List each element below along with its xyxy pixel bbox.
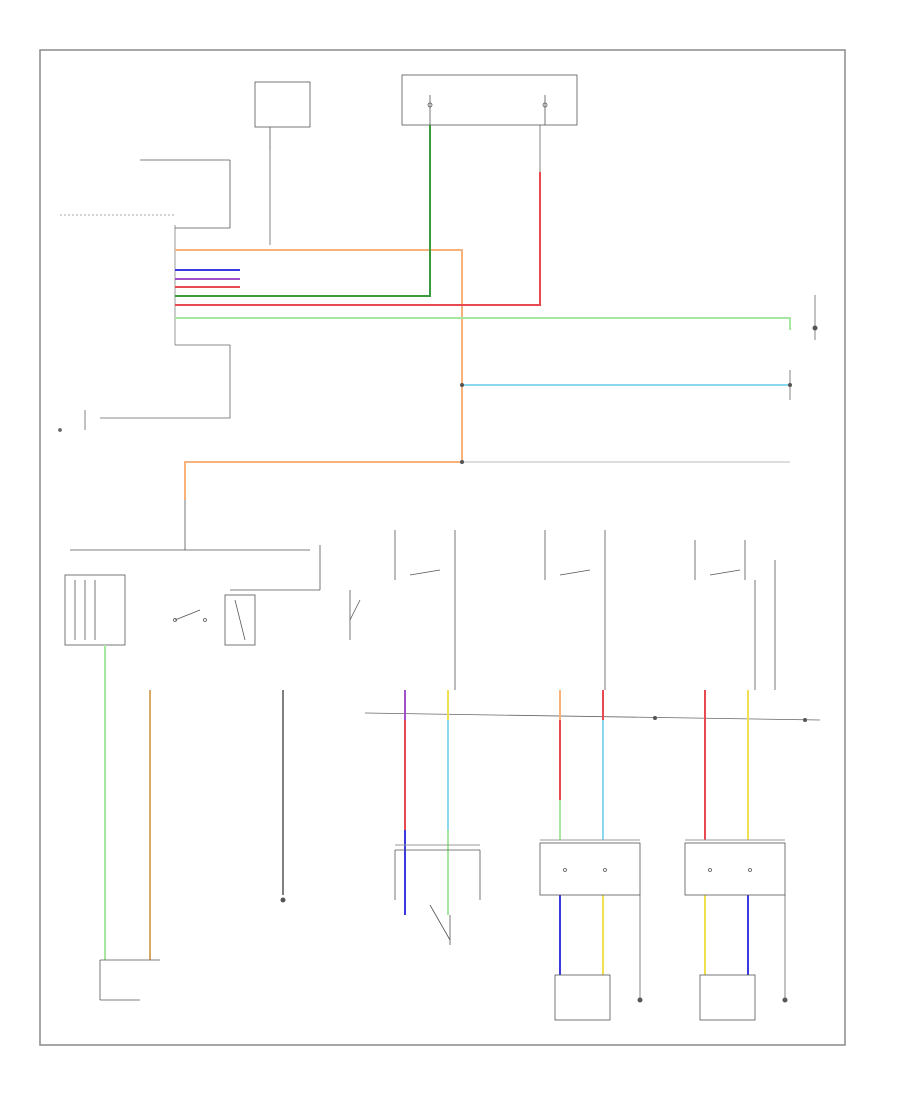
splice-dots	[460, 383, 807, 722]
switch-group-right-front	[394, 530, 456, 690]
connector-strips	[395, 839, 785, 846]
wire-green	[175, 125, 431, 297]
motor-left-rear	[554, 974, 611, 1021]
lower-module-right-front	[394, 849, 481, 900]
left-lower-wires	[104, 645, 151, 960]
ground-icon-middle	[280, 897, 286, 903]
switch-group-left-rear	[544, 530, 606, 690]
stack-1-wires	[404, 690, 449, 915]
relay-box-left	[64, 574, 126, 646]
left-connector-block	[60, 214, 176, 345]
ground-points-right	[637, 325, 818, 1003]
lock-switch	[349, 590, 361, 640]
thin-wires-top	[269, 125, 816, 400]
top-center-fuse-block	[401, 74, 578, 126]
lower-module-left-rear	[539, 842, 641, 896]
diagram-frame	[39, 49, 846, 1046]
lower-bus	[364, 712, 821, 721]
switch-left-1	[173, 609, 207, 622]
switch-left-2	[224, 594, 256, 646]
ground-wires-right	[639, 895, 786, 1000]
motor-right-rear	[699, 974, 756, 1021]
lower-module-right-rear	[684, 842, 786, 896]
left-ground-switch	[58, 344, 231, 432]
wire-red	[175, 172, 541, 306]
motor-right-front	[429, 904, 451, 945]
left-power-supply-bus	[70, 500, 321, 591]
stack-2-wires	[559, 690, 604, 975]
stack-3-wires	[704, 690, 749, 975]
left-lower-motor	[99, 959, 160, 1001]
switch-group-right-rear	[694, 540, 776, 690]
top-left-fuse-box	[254, 81, 311, 150]
wire-light-green	[175, 317, 791, 330]
ground-icon	[140, 159, 231, 229]
